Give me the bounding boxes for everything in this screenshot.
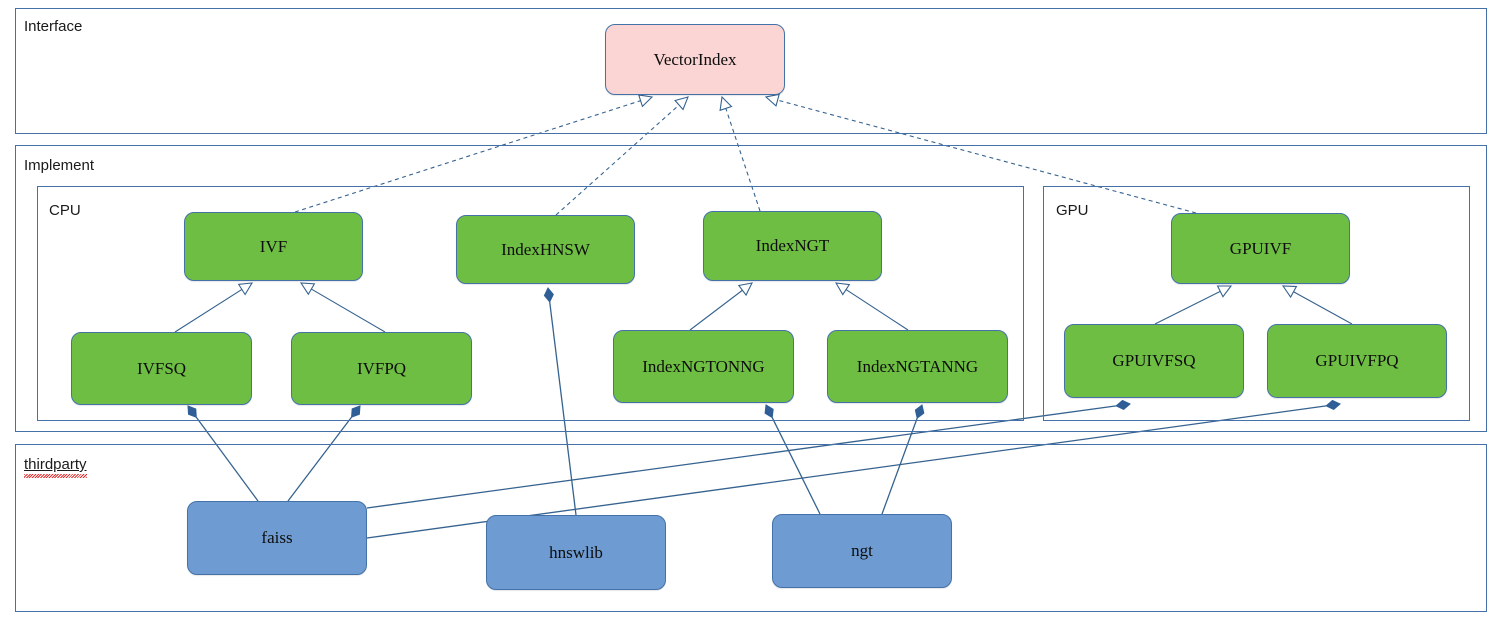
package-gpu <box>1043 186 1470 421</box>
edge-inheritance-ivfpq-ivf <box>299 282 386 333</box>
edge-line <box>845 289 909 331</box>
edge-composition-hnswlib-indexhnsw <box>543 287 577 516</box>
edge-line <box>555 104 680 216</box>
class-node-gpuivfpq[interactable]: GPUIVFPQ <box>1267 324 1447 398</box>
class-node-label: IVFSQ <box>136 358 187 378</box>
edge-line <box>294 100 641 213</box>
edge-inheritance-gpuivfpq-gpuivf <box>1281 285 1353 325</box>
edge-inheritance-indexngtanng-indexngt <box>834 282 909 331</box>
arrowhead-hollow-triangle <box>299 282 316 296</box>
class-node-vectorindex[interactable]: VectorIndex <box>605 24 785 95</box>
class-node-label: IVFPQ <box>356 358 407 378</box>
arrowhead-filled-diamond <box>1325 399 1341 411</box>
edge-line <box>311 288 386 333</box>
arrowhead-hollow-triangle <box>1216 285 1233 298</box>
class-node-label: GPUIVFPQ <box>1315 351 1399 370</box>
package-thirdparty <box>15 444 1487 612</box>
edge-inheritance-ivfsq-ivf <box>174 282 254 333</box>
package-label-thirdparty: thirdparty <box>24 456 87 478</box>
class-node-indexngt[interactable]: IndexNGT <box>703 211 882 281</box>
class-node-indexhnsw[interactable]: IndexHNSW <box>456 215 635 284</box>
class-node-ivfsq[interactable]: IVFSQ <box>71 332 252 405</box>
package-implement <box>15 145 1487 432</box>
edge-inheritance-indexngtonng-indexngt <box>689 282 753 331</box>
arrowhead-filled-diamond <box>764 404 774 419</box>
edge-line <box>549 301 577 516</box>
package-label-cpu: CPU <box>49 202 81 219</box>
class-node-label: GPUIVFSQ <box>1112 351 1196 370</box>
arrowhead-filled-diamond <box>914 404 925 420</box>
class-node-gpuivfsq[interactable]: GPUIVFSQ <box>1064 324 1244 398</box>
edge-line <box>1154 290 1221 325</box>
class-node-ngt[interactable]: ngt <box>772 514 952 588</box>
edge-composition-ngt-indexngtonng <box>764 404 821 515</box>
class-node-label: ngt <box>851 541 873 560</box>
edge-realization-indexngt-vectorindex <box>719 95 761 212</box>
arrowhead-hollow-triangle <box>764 93 780 107</box>
class-node-label: IndexNGTONNG <box>642 356 765 376</box>
class-node-label: IndexNGT <box>755 236 830 255</box>
edge-line <box>881 417 918 515</box>
class-node-indexngtanng[interactable]: IndexNGTANNG <box>827 330 1008 403</box>
edge-realization-indexhnsw-vectorindex <box>555 96 689 216</box>
edge-composition-faiss-gpuivfsq <box>366 399 1131 509</box>
class-node-hnswlib[interactable]: hnswlib <box>486 515 666 590</box>
arrowhead-hollow-triangle <box>719 95 733 112</box>
class-node-label: IndexNGTANNG <box>856 356 979 376</box>
class-node-faiss[interactable]: faiss <box>187 501 367 575</box>
edge-realization-gpuivf-vectorindex <box>764 93 1197 214</box>
class-node-label: GPUIVF <box>1229 238 1292 258</box>
edge-line <box>725 108 761 212</box>
arrowhead-hollow-triangle <box>834 282 851 296</box>
class-node-indexngtonng[interactable]: IndexNGTONNG <box>613 330 794 403</box>
class-node-ivfpq[interactable]: IVFPQ <box>291 332 472 405</box>
class-node-label: IndexHNSW <box>501 239 590 259</box>
class-node-gpuivf[interactable]: GPUIVF <box>1171 213 1350 284</box>
package-label-interface: Interface <box>24 18 83 35</box>
edge-line <box>777 99 1197 214</box>
edge-line <box>771 417 821 515</box>
arrowhead-hollow-triangle <box>674 96 689 111</box>
arrowhead-hollow-triangle <box>737 282 753 297</box>
package-label-implement: Implement <box>24 157 95 174</box>
arrowhead-filled-diamond <box>543 287 554 303</box>
package-cpu <box>37 186 1024 421</box>
edge-line <box>689 289 743 331</box>
arrowhead-filled-diamond <box>187 405 197 419</box>
edge-composition-ngt-indexngtanng <box>881 404 925 515</box>
arrowhead-hollow-triangle <box>1281 285 1298 299</box>
arrowhead-hollow-triangle <box>237 282 254 296</box>
arrowhead-hollow-triangle <box>637 94 654 108</box>
edge-inheritance-gpuivfsq-gpuivf <box>1154 285 1233 325</box>
class-node-label: IVF <box>259 236 288 256</box>
arrowhead-filled-diamond <box>350 405 361 418</box>
edge-realization-ivf-vectorindex <box>294 94 654 213</box>
class-node-ivf[interactable]: IVF <box>184 212 363 281</box>
package-label-gpu: GPU <box>1056 202 1089 219</box>
spellcheck-underline <box>24 474 87 478</box>
package-interface <box>15 8 1487 134</box>
class-node-label: VectorIndex <box>653 49 737 69</box>
edge-line <box>366 405 1117 509</box>
edge-line <box>174 288 243 333</box>
arrowhead-filled-diamond <box>1115 399 1131 410</box>
edge-line <box>1293 291 1353 325</box>
class-node-label: faiss <box>261 528 293 547</box>
class-node-label: hnswlib <box>549 542 603 562</box>
